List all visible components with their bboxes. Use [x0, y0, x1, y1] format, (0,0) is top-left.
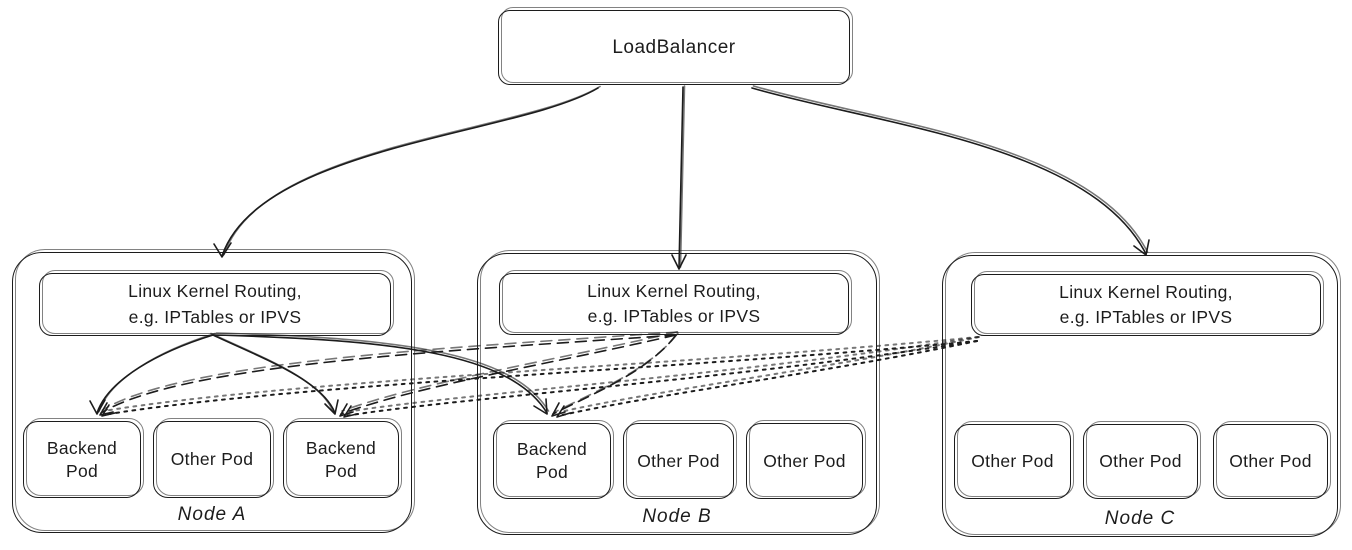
node-b-label: Node B [642, 506, 712, 527]
node-a-backend-pod-2: Backend Pod [283, 418, 402, 498]
edge-node-b-kernel-to-node-a-backend-pod-1 [99, 331, 679, 416]
pod-label: Backend Pod [305, 437, 377, 481]
kernel-routing-label: Linux Kernel Routing, e.g. IPTables or I… [587, 280, 761, 326]
edge-loadbalancer-to-node-a-kernel [213, 85, 601, 258]
kernel-routing-label: Linux Kernel Routing, e.g. IPTables or I… [1059, 281, 1233, 327]
node-a-box: Linux Kernel Routing, e.g. IPTables or I… [12, 249, 415, 533]
node-a-kernel-routing-box: Linux Kernel Routing, e.g. IPTables or I… [39, 270, 394, 336]
pod-label: Backend Pod [516, 439, 588, 482]
pod-label: Other Pod [1099, 451, 1182, 472]
pod-label: Other Pod [1229, 451, 1312, 472]
node-a-label: Node A [177, 504, 247, 525]
edge-loadbalancer-to-node-c-kernel [751, 85, 1150, 256]
node-c-other-pod-3: Other Pod [1213, 421, 1331, 499]
pod-label: Other Pod [763, 450, 846, 471]
kernel-routing-label: Linux Kernel Routing, e.g. IPTables or I… [128, 281, 302, 327]
loadbalancer-label: LoadBalancer [612, 36, 736, 58]
edge-loadbalancer-to-node-b-kernel [671, 85, 687, 270]
edge-node-a-kernel-to-node-a-backend-pod-2 [210, 332, 339, 415]
edge-node-a-kernel-to-node-a-backend-pod-1 [89, 332, 216, 415]
node-b-other-pod-1: Other Pod [623, 420, 737, 499]
node-b-backend-pod: Backend Pod [493, 420, 614, 499]
edge-node-c-kernel-to-node-a-backend-pod-2 [343, 336, 979, 418]
pod-label: Other Pod [971, 451, 1054, 472]
edge-node-c-kernel-to-node-b-backend-pod [556, 336, 980, 418]
pod-label: Backend Pod [46, 437, 118, 481]
pod-label: Other Pod [170, 449, 254, 470]
node-c-box: Linux Kernel Routing, e.g. IPTables or I… [942, 252, 1341, 537]
node-c-kernel-routing-box: Linux Kernel Routing, e.g. IPTables or I… [971, 271, 1324, 336]
node-b-box: Linux Kernel Routing, e.g. IPTables or I… [477, 250, 880, 535]
node-b-kernel-routing-box: Linux Kernel Routing, e.g. IPTables or I… [499, 270, 852, 335]
node-b-other-pod-2: Other Pod [746, 420, 866, 499]
node-a-other-pod: Other Pod [153, 418, 274, 498]
node-c-label: Node C [1104, 508, 1176, 529]
pod-label: Other Pod [637, 450, 720, 471]
node-a-backend-pod-1: Backend Pod [23, 418, 144, 498]
edge-node-c-kernel-to-node-a-backend-pod-1 [101, 336, 979, 417]
loadbalancer-box: LoadBalancer [498, 7, 853, 85]
node-c-other-pod-1: Other Pod [954, 421, 1074, 499]
node-c-other-pod-2: Other Pod [1083, 421, 1201, 499]
